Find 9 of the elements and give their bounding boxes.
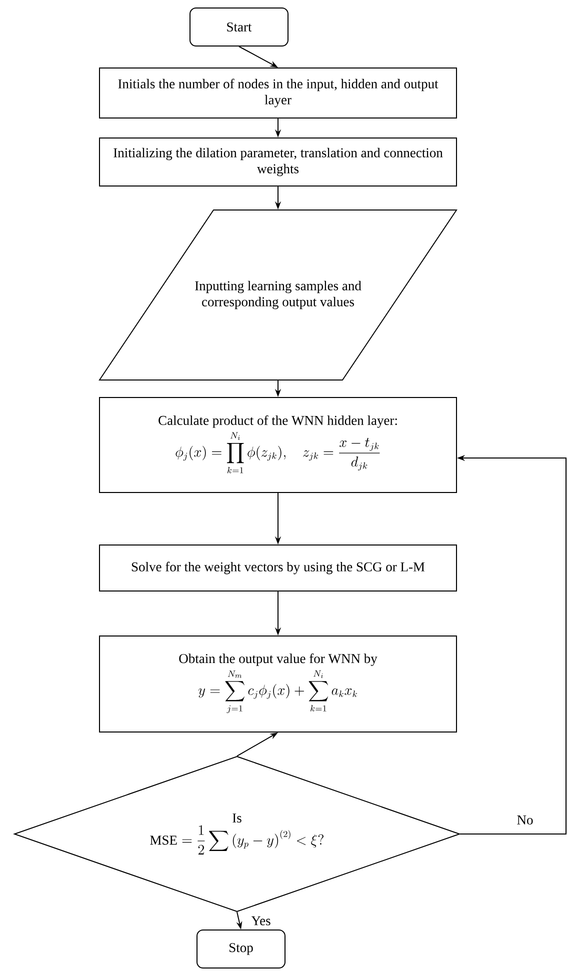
stop-terminal: Stop xyxy=(196,930,286,968)
process-box: Initializing the dilation parameter, translation and connection weights xyxy=(99,138,457,186)
edge-label: Yes xyxy=(250,915,272,926)
start-terminal: Start xyxy=(190,8,288,46)
process-box: Calculate product of the WNN hidden layer: $\phi_j(x)=\prod_{k=1}^{N_i}\phi(z_{jk}),\quad z_{jk}=\frac{x-t_{jk}}{d_{jk}}$ xyxy=(99,397,457,493)
process-box: Obtain the output value for WNN by $y=\sum_{j=1}^{N_m}c_j\phi_j(x)+\sum_{k=1}^{N_i}a_k x_k$ xyxy=(99,636,457,732)
process-box: Solve for the weight vectors by using the SCG or L-M xyxy=(99,544,457,592)
process-box: Initials the number of nodes in the input, hidden and output layer xyxy=(99,68,457,118)
edge-label: No xyxy=(516,814,534,826)
